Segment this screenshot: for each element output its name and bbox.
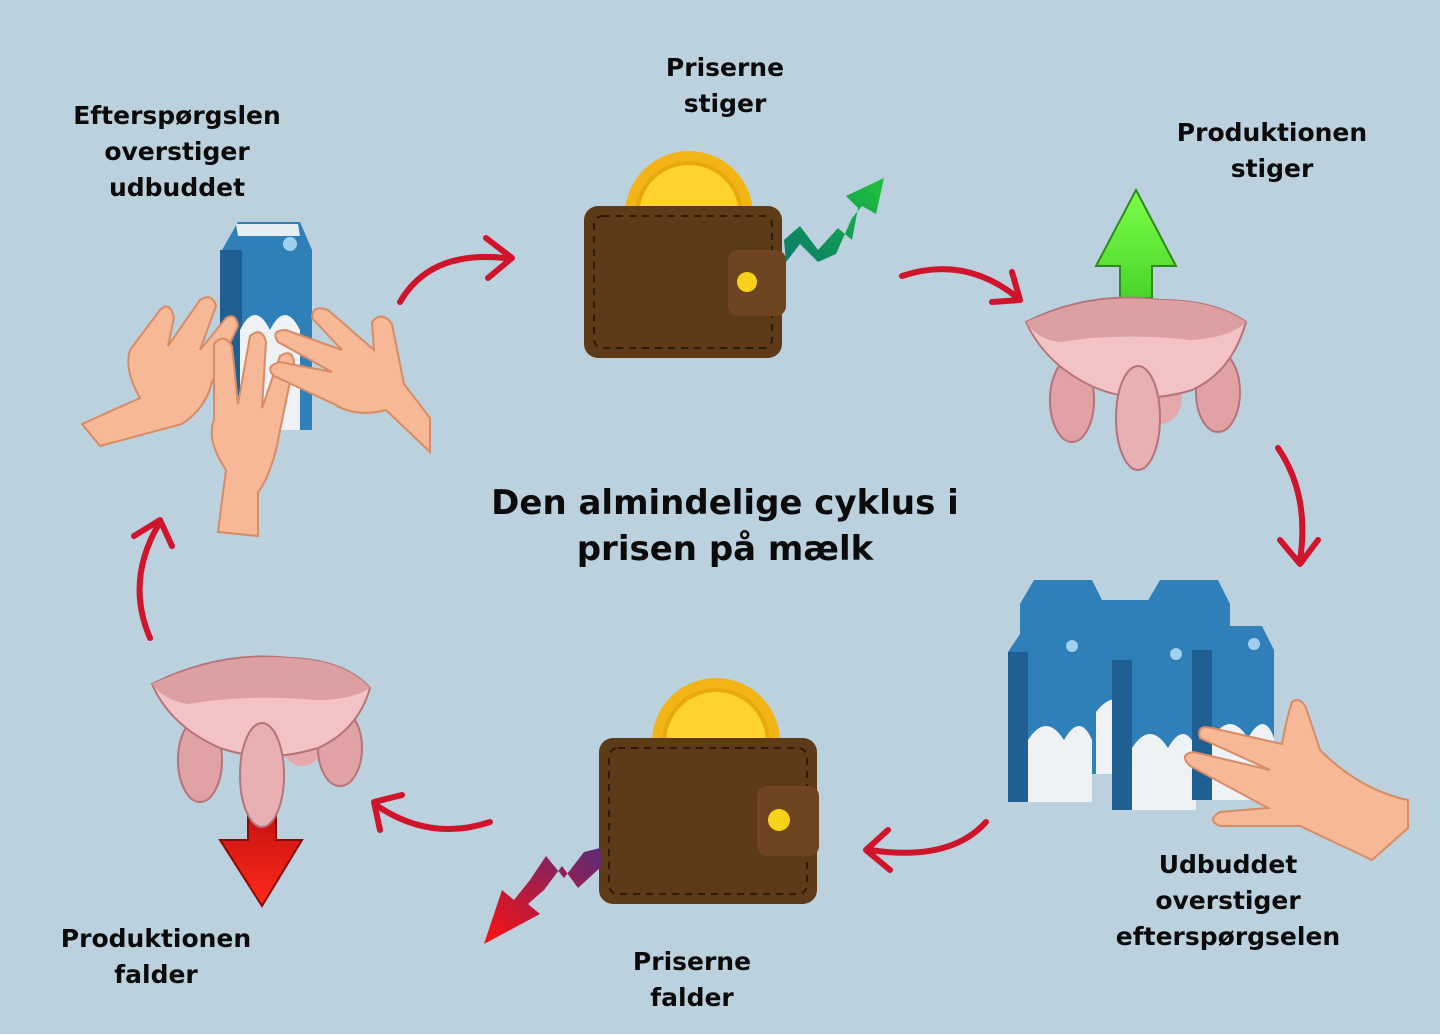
carton-front-2 — [1112, 636, 1196, 810]
udder-up-icon — [1024, 187, 1248, 471]
label-production-rises-line1: Produktionen — [1176, 118, 1368, 147]
label-prices-rise-line2: stiger — [683, 89, 767, 118]
cycle-arrow-1 — [397, 235, 515, 305]
supply-cartons-hand-icon — [1008, 580, 1409, 862]
wallet-falling-icon — [484, 678, 819, 944]
label-prices-rise: Priserne stiger — [645, 50, 805, 122]
label-supply-line3: efterspørgselen — [1115, 922, 1341, 951]
cycle-arrow-4 — [863, 819, 989, 873]
label-demand-line2: overstiger — [104, 137, 250, 166]
label-supply-exceeds-demand: Udbuddet overstiger efterspørgselen — [1108, 847, 1348, 955]
cycle-arrow-6 — [131, 517, 175, 641]
carton-front-1 — [1008, 628, 1092, 802]
cycle-arrow-3 — [1275, 445, 1321, 567]
diagram-title-line1: Den almindelige cyklus i — [491, 483, 959, 523]
label-production-rises-line2: stiger — [1230, 154, 1314, 183]
label-supply-line2: overstiger — [1155, 886, 1301, 915]
label-prices-rise-line1: Priserne — [665, 53, 785, 82]
label-demand-line3: udbuddet — [108, 173, 246, 202]
label-production-falls-line2: falder — [114, 960, 198, 989]
label-prices-fall-line2: falder — [650, 983, 734, 1012]
label-supply-line1: Udbuddet — [1158, 850, 1298, 879]
label-production-rises: Produktionen stiger — [1170, 115, 1374, 187]
label-production-falls-line1: Produktionen — [60, 924, 252, 953]
label-demand-line1: Efterspørgslen — [73, 101, 281, 130]
cycle-arrow-2 — [899, 266, 1023, 305]
label-demand-exceeds-supply: Efterspørgslen overstiger udbuddet — [71, 98, 283, 206]
cycle-arrows — [131, 235, 1321, 873]
cycle-arrow-5 — [371, 792, 493, 833]
label-prices-fall: Priserne falder — [612, 944, 772, 1016]
demand-carton-hands-icon — [80, 222, 431, 538]
wallet-rising-icon — [584, 151, 884, 358]
diagram-title: Den almindelige cyklus i prisen på mælk — [470, 480, 980, 572]
label-prices-fall-line1: Priserne — [632, 947, 752, 976]
udder-down-icon — [150, 655, 372, 908]
diagram-title-line2: prisen på mælk — [576, 529, 874, 569]
label-production-falls: Produktionen falder — [54, 921, 258, 993]
